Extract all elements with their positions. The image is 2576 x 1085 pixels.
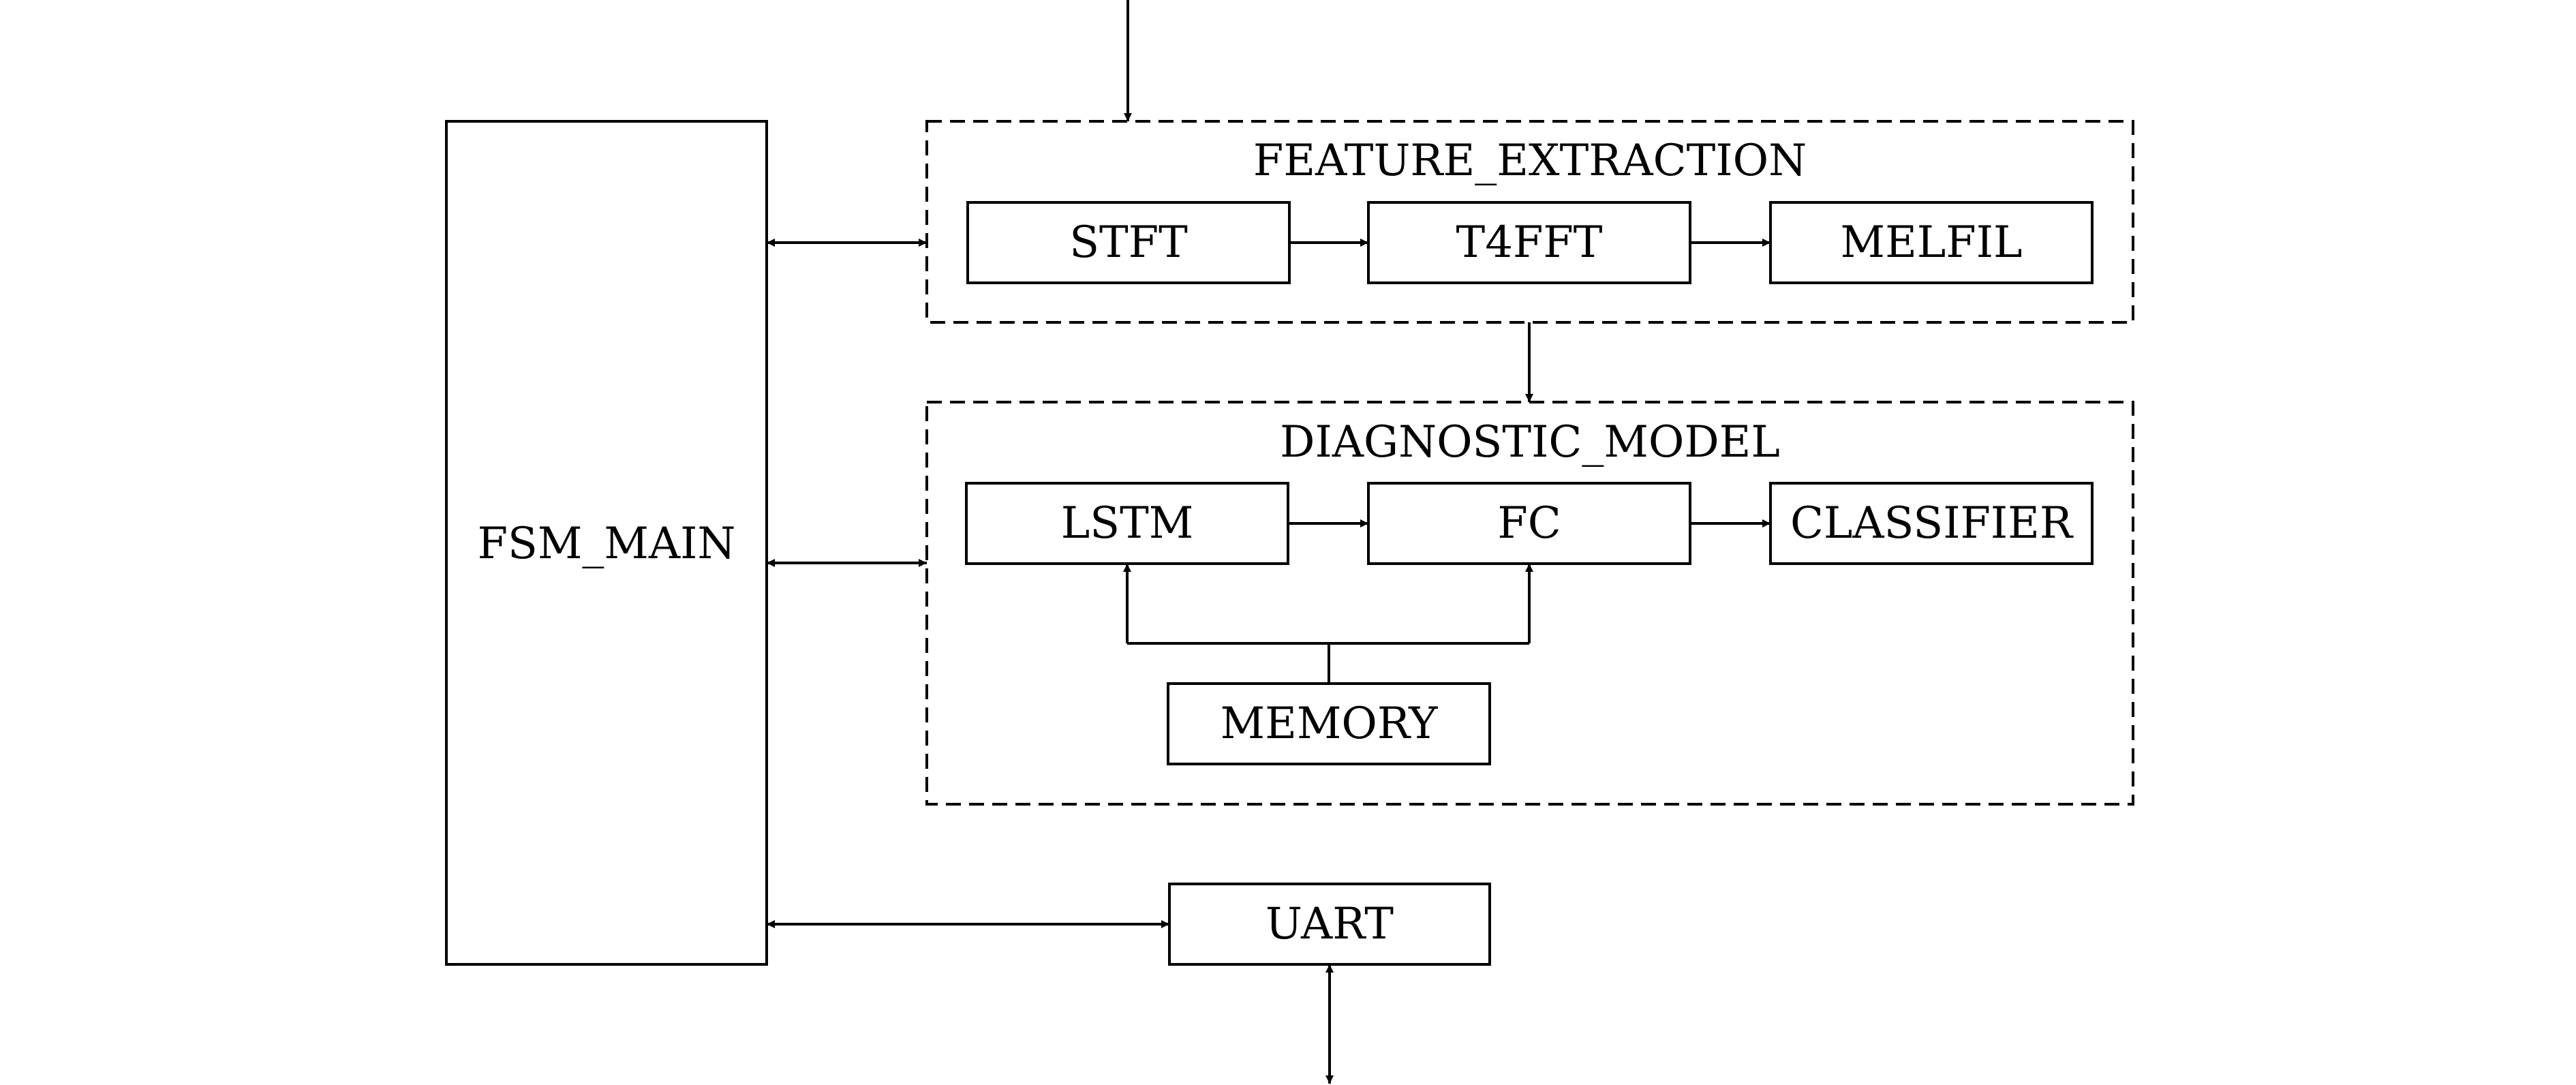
diagnostic-model-title: DIAGNOSTIC_MODEL [1280, 417, 1780, 468]
lstm-label: LSTM [1061, 498, 1194, 549]
memory-block [1167, 682, 1491, 765]
classifier-label: CLASSIFIER [1790, 498, 2074, 549]
t4fft-label: T4FFT [1456, 217, 1603, 268]
uart-label: UART [1266, 899, 1394, 949]
melfil-label: MELFIL [1841, 217, 2023, 268]
stft-label: STFT [1069, 217, 1188, 268]
feature-extraction-group [925, 120, 2134, 324]
memory-label: MEMORY [1221, 699, 1438, 749]
stft-block [966, 201, 1291, 284]
fsm-main-block [445, 120, 768, 966]
fsm-main-label: FSM_MAIN [478, 519, 736, 569]
classifier-block [1769, 482, 2094, 565]
feature-extraction-title: FEATURE_EXTRACTION [1253, 136, 1807, 186]
fc-block [1367, 482, 1691, 565]
fc-label: FC [1497, 498, 1561, 549]
